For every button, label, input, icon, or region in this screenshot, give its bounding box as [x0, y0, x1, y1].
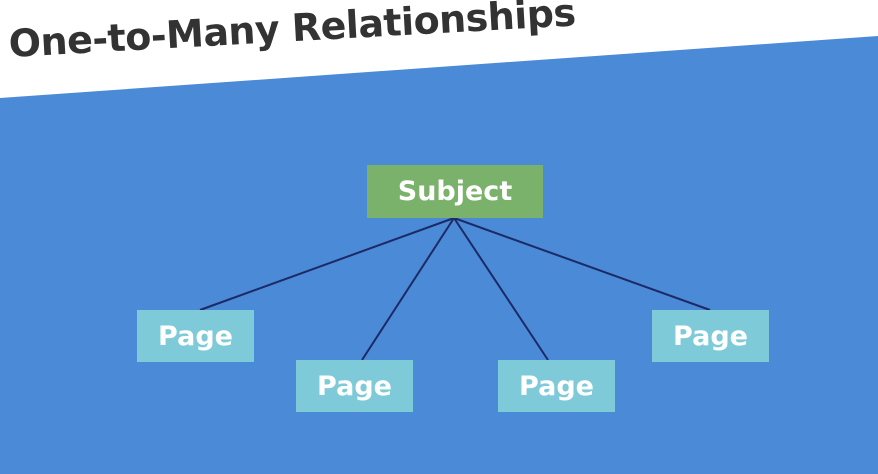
- child-node-page-1: Page: [137, 310, 254, 362]
- child-node-page-3: Page: [498, 360, 615, 412]
- connector-line-2: [361, 217, 455, 361]
- child-node-page-4: Page: [652, 310, 769, 362]
- connector-line-4: [453, 217, 711, 311]
- parent-node-subject: Subject: [367, 165, 543, 218]
- title-banner: [0, 0, 878, 98]
- connector-line-1: [199, 217, 455, 311]
- connector-line-3: [453, 217, 549, 361]
- child-node-page-2: Page: [296, 360, 413, 412]
